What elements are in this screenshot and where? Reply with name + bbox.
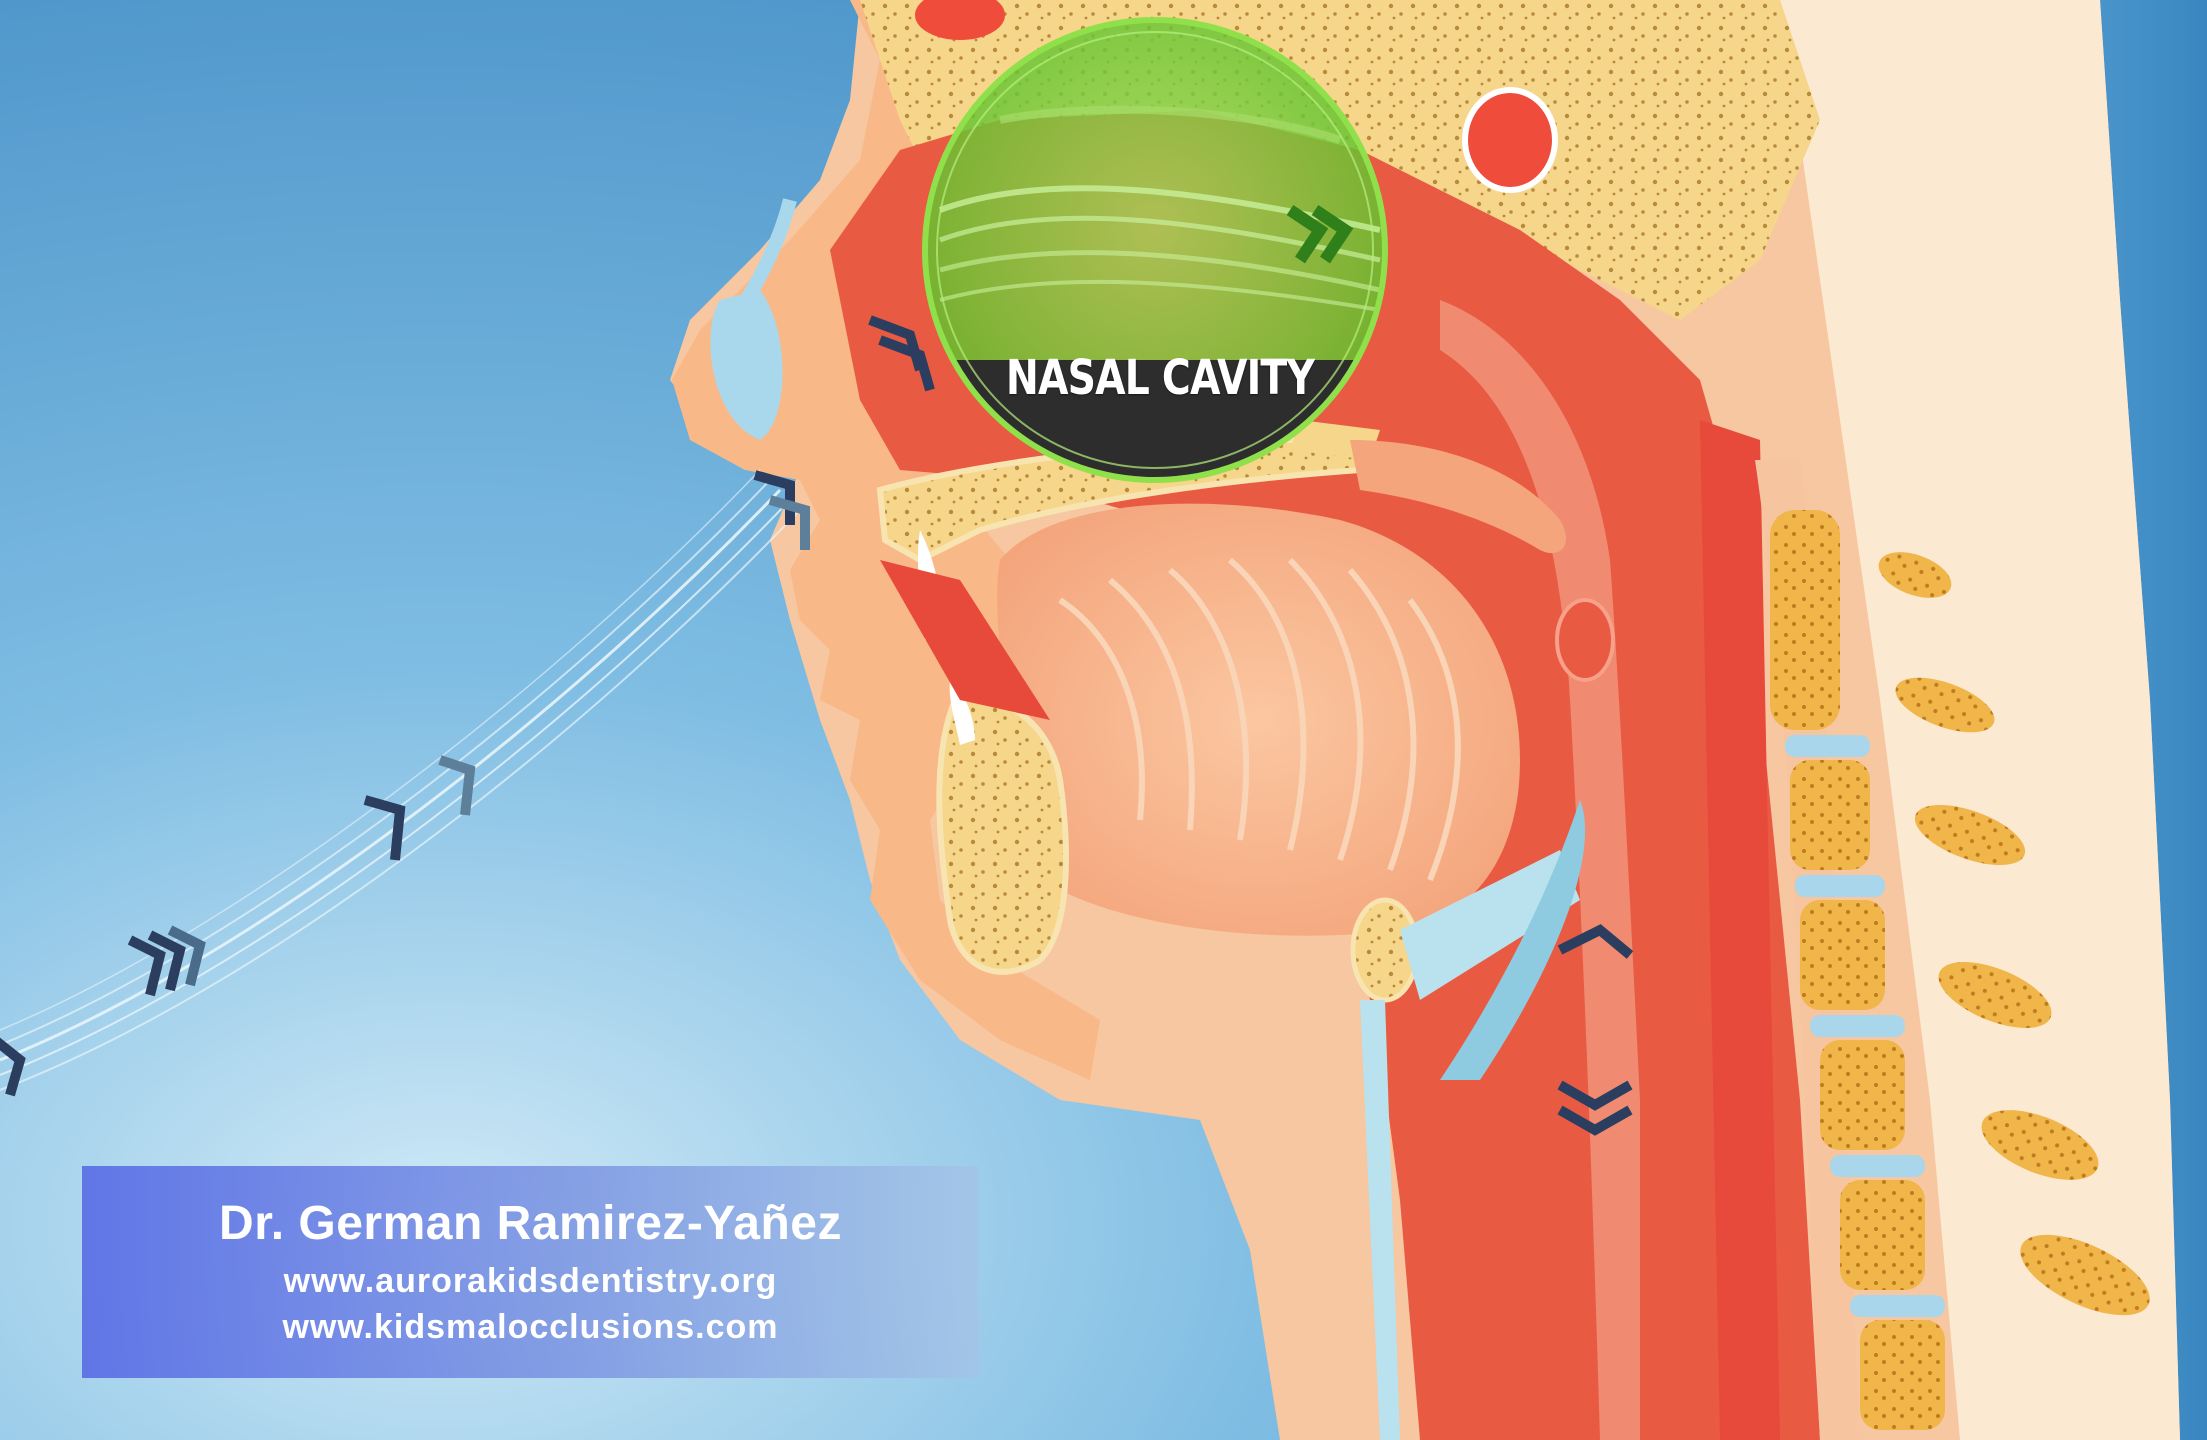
credit-website-2: www.kidsmalocclusions.com <box>82 1308 979 1347</box>
vertebra <box>1860 1320 1945 1430</box>
vertebra <box>1770 510 1840 730</box>
credit-website-1: www.aurorakidsdentistry.org <box>82 1262 979 1301</box>
callout-label: NASAL CAVITY <box>996 350 1324 406</box>
sinus-vessel <box>1465 90 1555 190</box>
tonsil <box>1557 600 1613 680</box>
credit-box: Dr. German Ramirez-Yañez www.aurorakidsd… <box>82 1166 979 1378</box>
vertebra <box>1800 900 1885 1010</box>
credit-author-name: Dr. German Ramirez-Yañez <box>82 1196 979 1251</box>
vertebra <box>1820 1040 1905 1150</box>
vertebra <box>1790 760 1870 870</box>
mandible <box>939 698 1066 972</box>
vertebra <box>1840 1180 1925 1290</box>
